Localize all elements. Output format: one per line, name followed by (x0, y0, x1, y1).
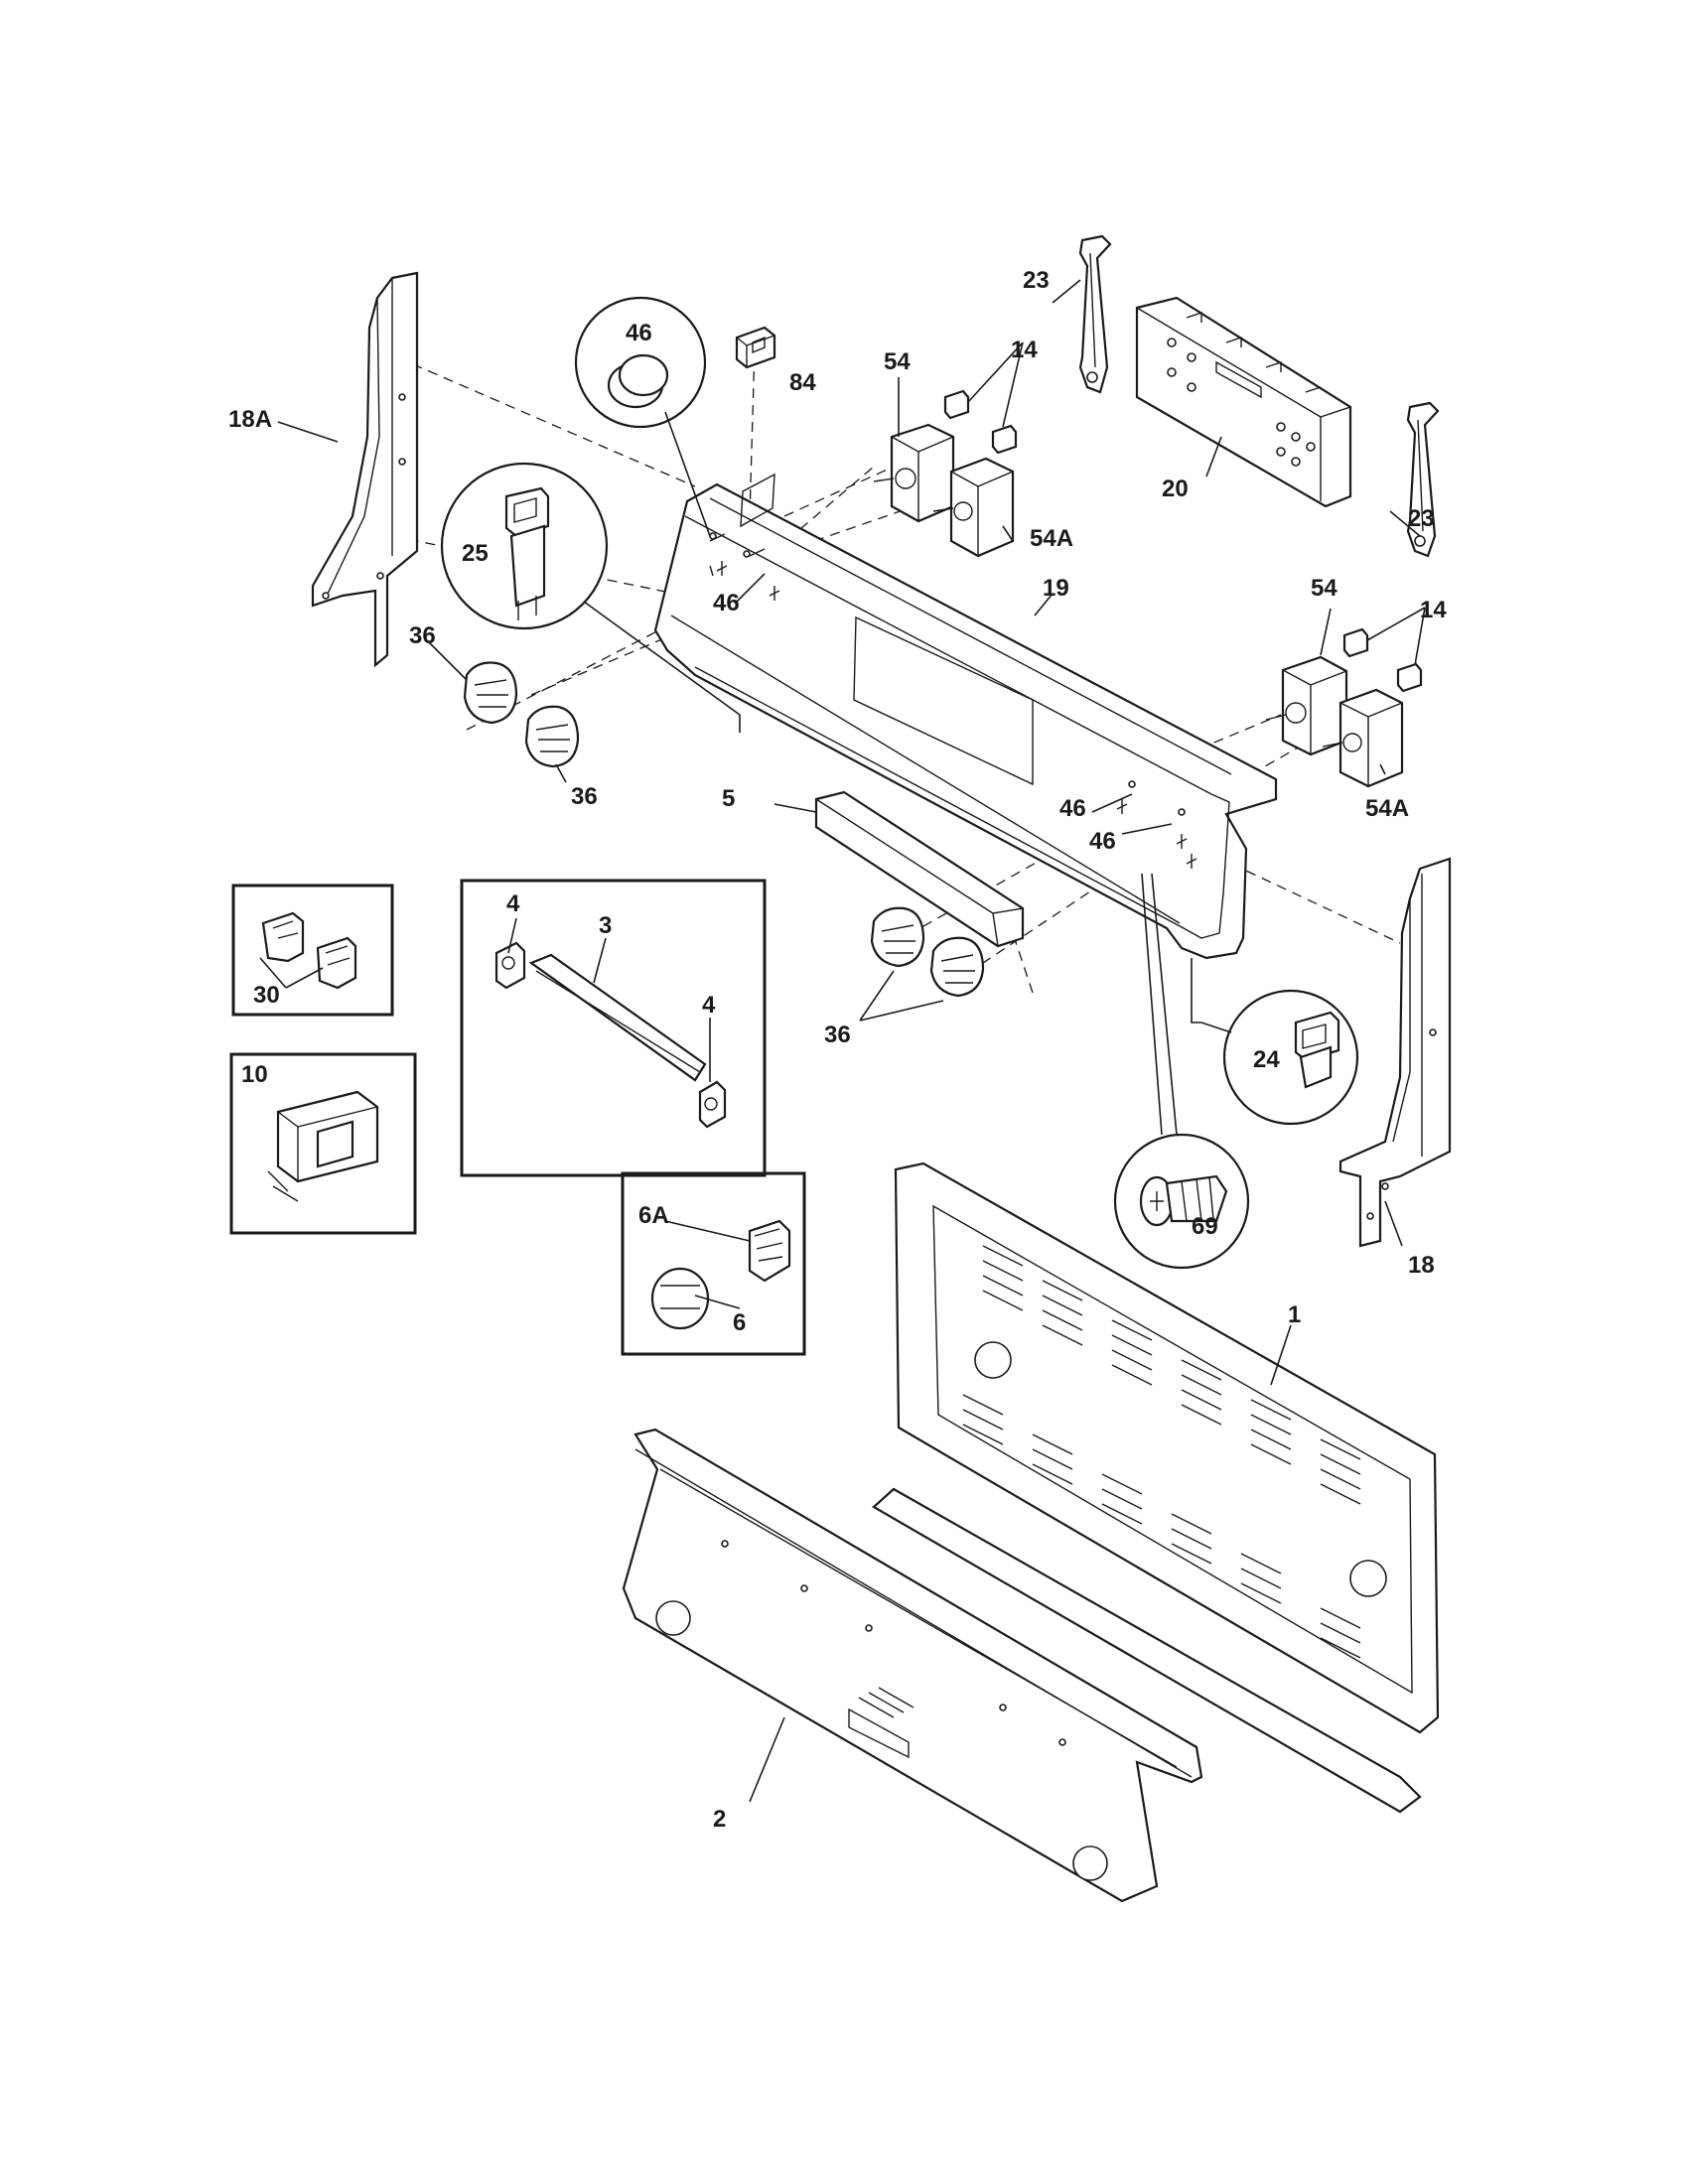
label-36-upper-b: 36 (571, 783, 598, 810)
button-46-callout (574, 296, 711, 537)
infinite-switch-54A-upper (932, 457, 1015, 558)
label-4-bottom: 4 (702, 992, 716, 1019)
label-54-lower: 54 (1311, 575, 1337, 602)
label-25: 25 (462, 540, 489, 567)
label-54-upper: 54 (884, 348, 911, 375)
label-5: 5 (722, 785, 735, 812)
knob-36-lower-a (870, 906, 925, 968)
label-84: 84 (789, 369, 816, 396)
inset-box-10 (229, 1052, 417, 1235)
part-labels: 18A 46 84 54 14 23 20 23 54A 25 46 19 54… (228, 267, 1447, 1833)
label-1: 1 (1288, 1301, 1301, 1328)
inset-box-3-4 (460, 879, 767, 1177)
label-6: 6 (733, 1309, 746, 1336)
side-bracket-18A (311, 271, 419, 668)
rocker-switch-24-callout (1191, 958, 1359, 1126)
terminal-14-upper (943, 389, 1018, 455)
label-3: 3 (599, 912, 612, 939)
label-30: 30 (253, 982, 280, 1009)
back-panel-2 (622, 1428, 1203, 1903)
inset-box-6-6A (621, 1171, 806, 1356)
label-18: 18 (1408, 1252, 1435, 1279)
label-4-top: 4 (506, 890, 520, 917)
label-46-lower-a: 46 (1059, 795, 1086, 822)
switch-cap-84 (735, 326, 776, 369)
label-14-lower: 14 (1420, 597, 1447, 623)
trim-clip-23-bottom (1406, 401, 1440, 558)
control-panel-19 (653, 473, 1278, 960)
back-panel-1 (872, 1161, 1440, 1814)
infinite-switch-54-upper (873, 423, 955, 523)
screw-69-callout (1113, 873, 1250, 1270)
side-bracket-18 (1338, 857, 1452, 1248)
rocker-switch-25-callout (440, 462, 741, 733)
inset-box-30 (231, 884, 394, 1017)
label-23-bottom: 23 (1408, 505, 1435, 532)
label-46-upper-panel: 46 (713, 590, 740, 616)
label-14-upper: 14 (1011, 337, 1038, 363)
label-18A: 18A (228, 406, 272, 433)
control-board-20 (1135, 296, 1352, 508)
infinite-switch-54-lower (1265, 655, 1348, 756)
trim-clip-23-top (1078, 234, 1112, 394)
knob-36-upper-a (463, 661, 518, 725)
knob-36-upper-b (524, 705, 580, 768)
label-24: 24 (1253, 1046, 1280, 1073)
label-54A-lower: 54A (1365, 795, 1409, 822)
label-23-top: 23 (1023, 267, 1050, 294)
label-20: 20 (1162, 476, 1189, 502)
label-19: 19 (1043, 575, 1069, 602)
label-36-upper-a: 36 (409, 622, 436, 649)
lamp-channel-5 (814, 790, 1025, 948)
terminal-14-lower (1342, 627, 1423, 693)
label-69: 69 (1192, 1213, 1218, 1240)
label-54A-upper: 54A (1030, 525, 1073, 552)
label-2: 2 (713, 1806, 726, 1833)
label-6A: 6A (638, 1202, 669, 1229)
label-46-lower-b: 46 (1089, 828, 1116, 855)
infinite-switch-54A-lower (1322, 688, 1404, 788)
knob-36-lower-b (929, 936, 985, 998)
label-36-lower: 36 (824, 1022, 851, 1048)
label-46-callout: 46 (626, 320, 652, 346)
label-10: 10 (241, 1061, 268, 1088)
leader-lines (259, 279, 1426, 1803)
